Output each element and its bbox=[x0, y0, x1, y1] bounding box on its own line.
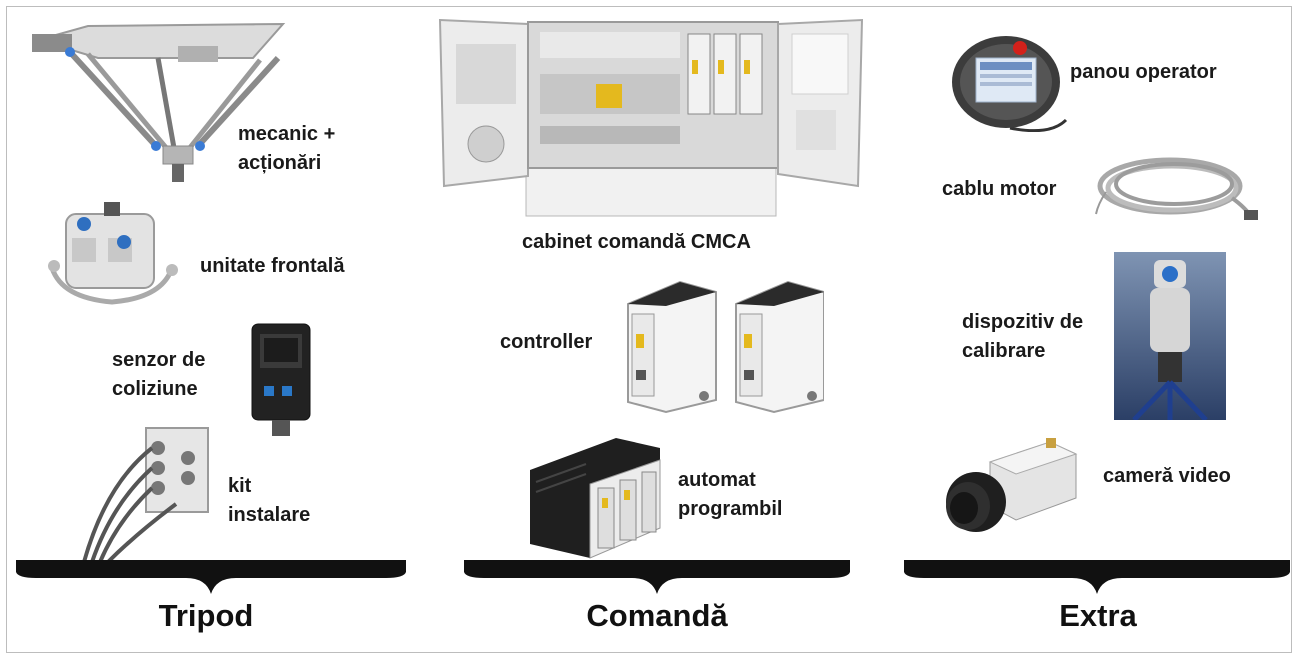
control-cabinet-icon bbox=[436, 14, 866, 218]
laser-tracker-icon bbox=[1114, 252, 1226, 420]
label-operator-panel: panou operator bbox=[1070, 61, 1217, 83]
brace-tripod bbox=[16, 560, 406, 594]
servo-controller-icon bbox=[620, 274, 824, 414]
label-install-kit: kit instalare bbox=[228, 475, 311, 526]
label-front-unit: unitate frontală bbox=[200, 255, 345, 277]
teach-pendant-icon bbox=[950, 36, 1070, 132]
plc-icon bbox=[526, 432, 666, 560]
group-title-comanda: Comandă bbox=[586, 598, 728, 633]
label-collision-sensor: senzor de coliziune bbox=[112, 349, 206, 400]
label-controller: controller bbox=[500, 331, 593, 353]
label-video-camera: cameră video bbox=[1103, 465, 1231, 487]
brace-comanda bbox=[464, 560, 850, 594]
cable-kit-icon bbox=[76, 424, 216, 564]
brace-extra bbox=[904, 560, 1290, 594]
diagram-frame bbox=[6, 6, 1292, 653]
label-cabinet: cabinet comandă CMCA bbox=[522, 231, 751, 253]
cable-coil-icon bbox=[1092, 148, 1264, 228]
label-motor-cable: cablu motor bbox=[942, 178, 1057, 200]
group-title-tripod: Tripod bbox=[158, 598, 254, 633]
front-unit-icon bbox=[42, 198, 180, 316]
label-mechanics: mecanic + acționări bbox=[238, 123, 336, 174]
label-plc: automat programbil bbox=[678, 469, 783, 520]
collision-sensor-icon bbox=[246, 320, 316, 440]
camera-icon bbox=[940, 436, 1080, 536]
delta-robot-icon bbox=[28, 18, 293, 190]
group-title-extra: Extra bbox=[1059, 598, 1137, 633]
label-calibration-device: dispozitiv de calibrare bbox=[962, 311, 1084, 362]
